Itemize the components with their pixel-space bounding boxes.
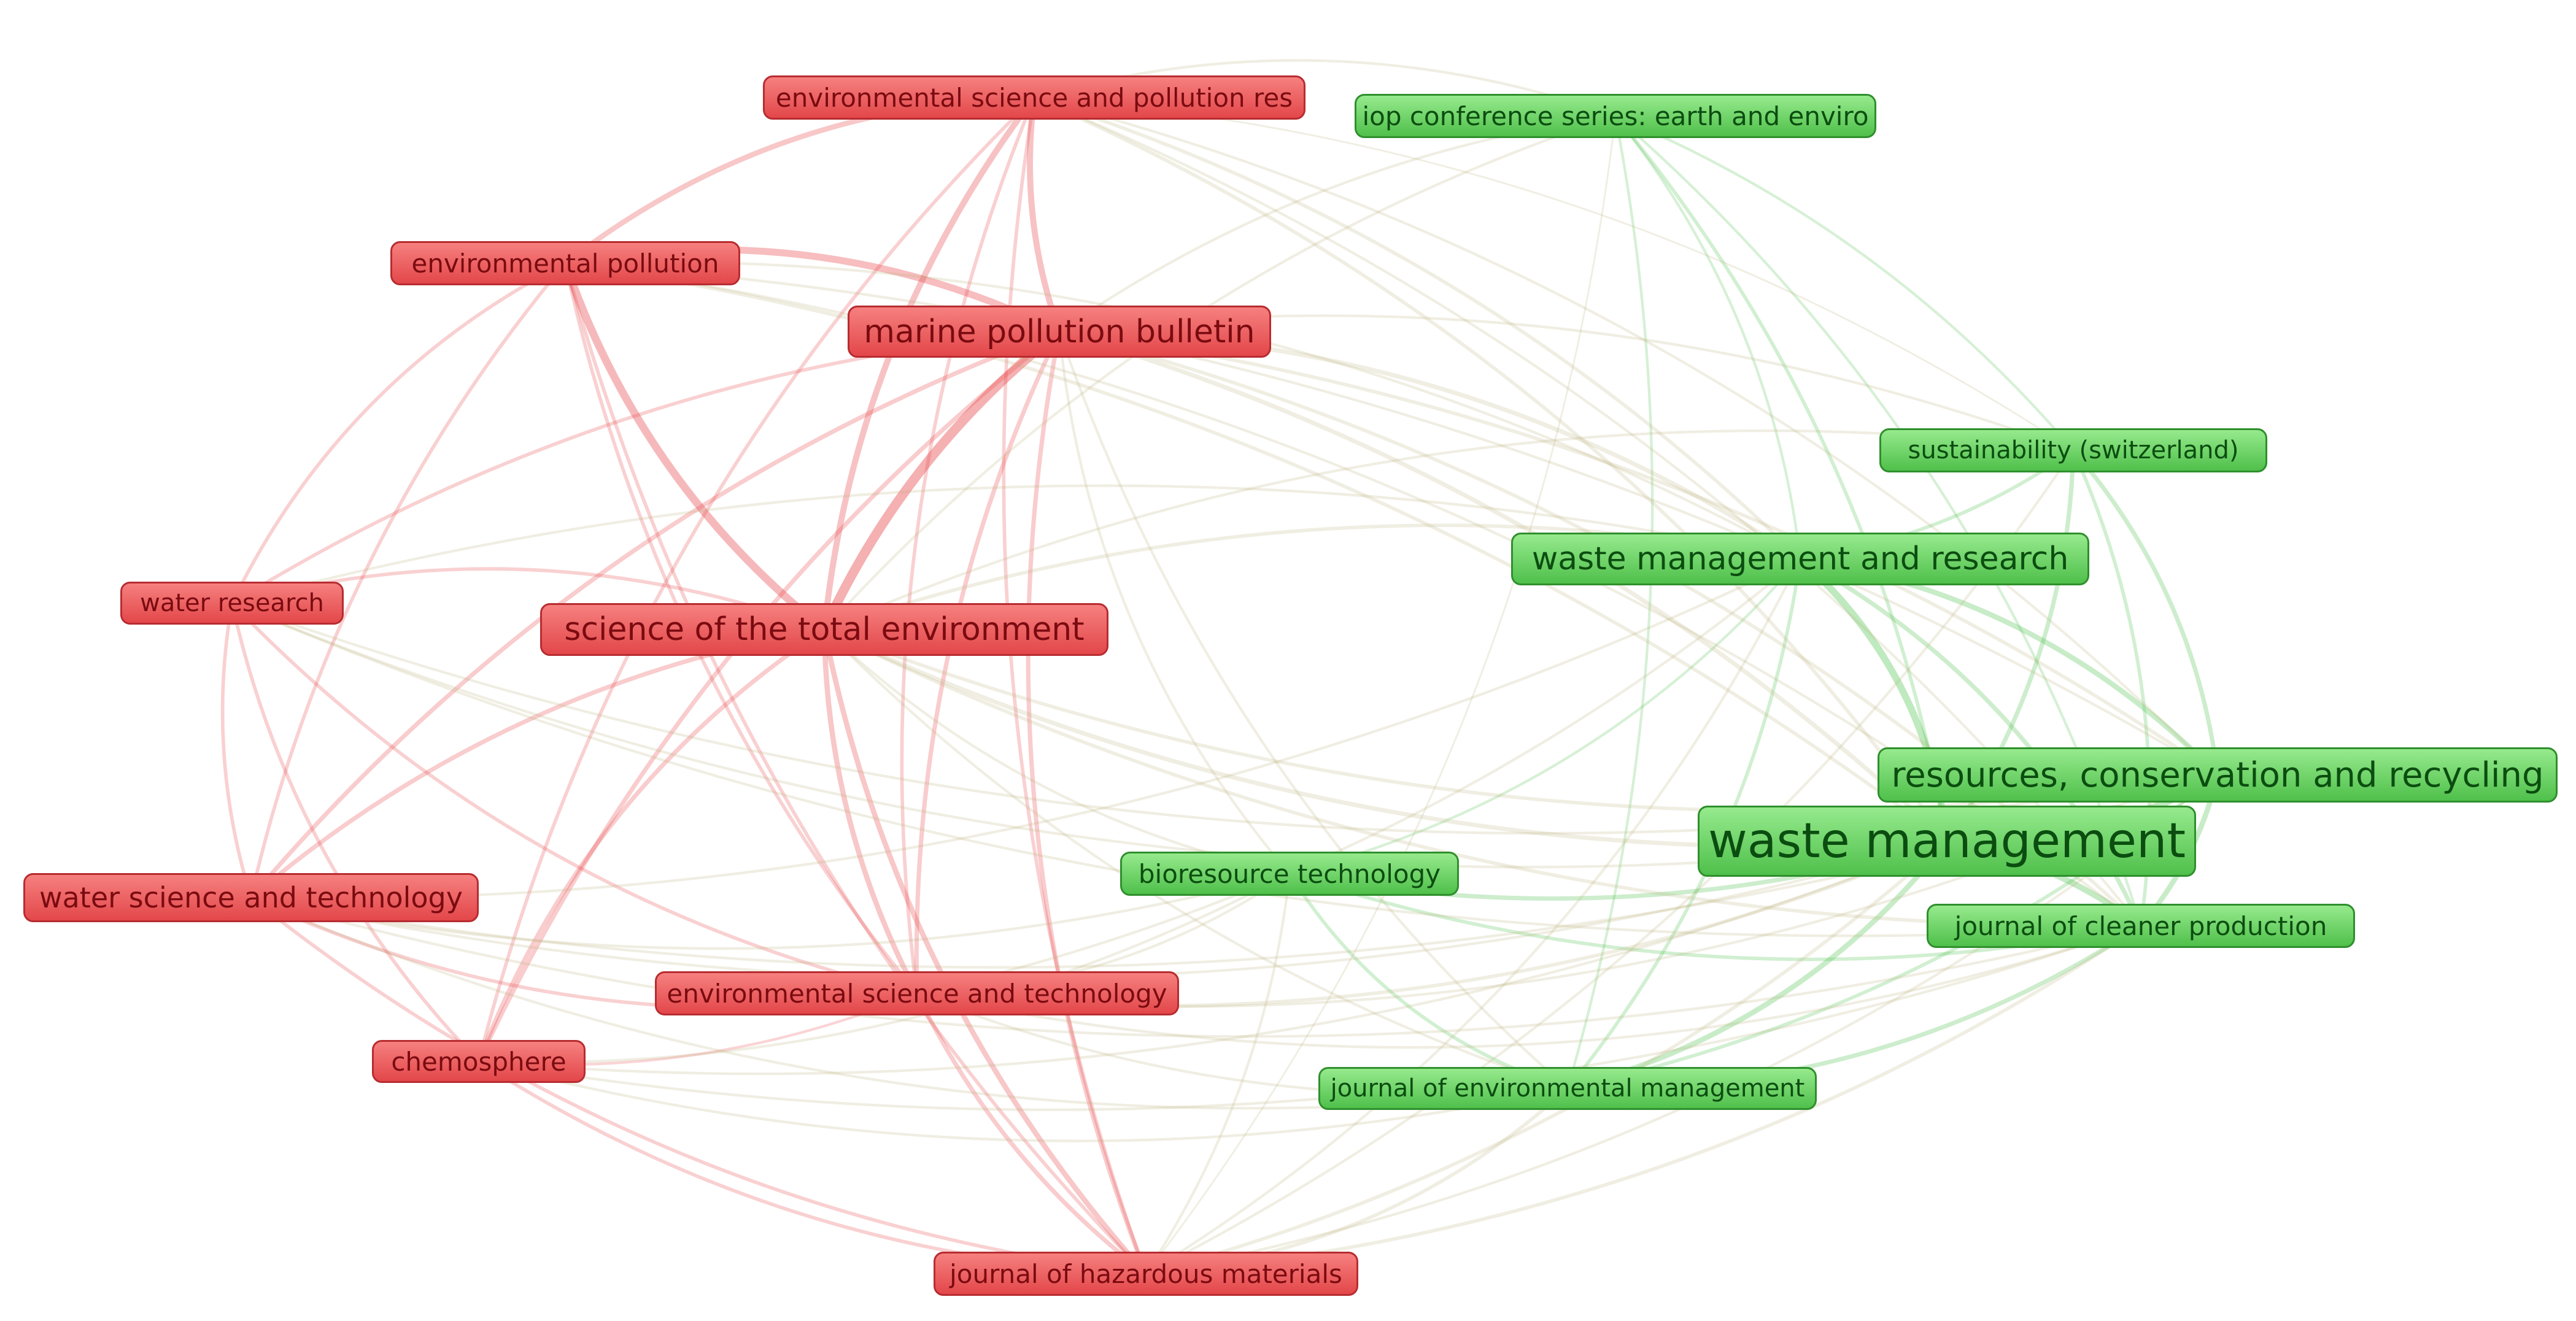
link-wmr-espr <box>1032 96 1802 561</box>
link-jem-stoten <box>822 628 1569 1090</box>
node-environmental-pollution[interactable]: environmental pollution <box>390 241 740 285</box>
link-bt-stoten <box>822 628 1291 876</box>
node-resources-conservation-and-recycling[interactable]: resources, conservation and recycling <box>1878 747 2558 803</box>
link-stoten-chem <box>476 627 827 1064</box>
link-rcr-wmr <box>1797 556 2221 778</box>
link-bt-chem <box>477 872 1291 1064</box>
link-rcr-espr <box>1032 96 2219 777</box>
node-waste-management-and-research[interactable]: waste management and research <box>1511 533 2089 585</box>
link-rcr-sus <box>2071 448 2220 777</box>
link-wmr-wst <box>249 557 1802 900</box>
link-sus-jhm <box>1144 449 2075 1276</box>
link-ep-jhm <box>563 261 1148 1276</box>
link-ep-wr <box>230 261 567 605</box>
link-bt-mpb <box>1058 330 1291 876</box>
link-bt-wmr <box>1288 557 1802 876</box>
link-ioc-jhm <box>1145 115 1617 1275</box>
link-bt-jhm <box>1144 872 1291 1276</box>
node-journal-of-cleaner-production[interactable]: journal of cleaner production <box>1927 904 2355 948</box>
node-marine-pollution-bulletin[interactable]: marine pollution bulletin <box>848 306 1271 358</box>
link-jcp-chem <box>477 924 2143 1111</box>
link-espr-est <box>900 96 1036 995</box>
link-ep-espr <box>562 94 1037 266</box>
link-jem-mpb <box>1058 330 1569 1090</box>
link-mpb-est <box>914 329 1062 996</box>
link-ioc-wmr <box>1614 114 1802 561</box>
node-water-research[interactable]: water research <box>120 582 344 625</box>
link-stoten-jhm <box>821 626 1149 1277</box>
link-stoten-mpb <box>819 326 1064 634</box>
link-rcr-mpb <box>1058 329 2219 777</box>
node-chemosphere[interactable]: chemosphere <box>372 1040 586 1083</box>
link-mpb-wst <box>249 329 1062 900</box>
link-ioc-jcp <box>1614 114 2143 928</box>
link-wst-jhm <box>249 896 1148 1276</box>
link-mpb-chem <box>476 329 1062 1064</box>
link-stoten-wst <box>249 627 827 900</box>
link-wm-espr <box>1032 96 1949 843</box>
node-environmental-science-and-pollution-res[interactable]: environmental science and pollution res <box>763 75 1305 120</box>
link-wmr-est <box>915 557 1802 995</box>
link-wr-est <box>230 601 919 995</box>
link-wr-chem <box>230 601 481 1063</box>
node-water-science-and-technology[interactable]: water science and technology <box>23 873 479 922</box>
node-environmental-science-and-technology[interactable]: environmental science and technology <box>655 971 1179 1015</box>
node-journal-of-environmental-management[interactable]: journal of environmental management <box>1318 1067 1817 1110</box>
link-jcp-est <box>915 924 2143 1049</box>
link-wm-wr <box>230 601 1949 869</box>
link-wr-mpb <box>230 329 1061 605</box>
link-bt-wst <box>249 872 1291 950</box>
link-ioc-jem <box>1566 114 1654 1090</box>
node-journal-of-hazardous-materials[interactable]: journal of hazardous materials <box>934 1252 1358 1296</box>
link-rcr-ep <box>563 261 2219 777</box>
link-wr-wst <box>220 601 253 899</box>
link-mpb-espr <box>1027 94 1062 335</box>
link-jem-chem <box>477 1060 1569 1142</box>
node-iop-conference-series[interactable]: iop conference series: earth and enviro <box>1355 94 1876 138</box>
node-bioresource-technology[interactable]: bioresource technology <box>1120 852 1459 896</box>
node-science-of-the-total-environment[interactable]: science of the total environment <box>540 603 1108 656</box>
node-sustainability-switzerland[interactable]: sustainability (switzerland) <box>1879 428 2267 472</box>
link-stoten-ep <box>561 259 829 634</box>
link-mpb-jhm <box>1026 329 1148 1276</box>
link-ep-wst <box>249 261 567 899</box>
link-sus-stoten <box>822 429 2075 631</box>
link-wmr-jhm <box>1144 557 1802 1276</box>
link-stoten-est <box>821 626 920 996</box>
link-wm-chem <box>477 839 1949 1076</box>
link-espr-chem <box>477 96 1036 1063</box>
link-wmr-wr <box>230 484 1802 605</box>
link-sus-espr <box>1033 96 2075 452</box>
node-waste-management[interactable]: waste management <box>1698 806 2196 877</box>
link-est-jhm <box>915 991 1148 1276</box>
link-jcp-wst <box>249 896 2143 1038</box>
link-espr-jhm <box>1002 96 1148 1276</box>
link-wm-ep <box>563 261 1949 843</box>
link-ioc-sus <box>1614 114 2075 452</box>
link-wm-ioc <box>1614 114 1949 843</box>
